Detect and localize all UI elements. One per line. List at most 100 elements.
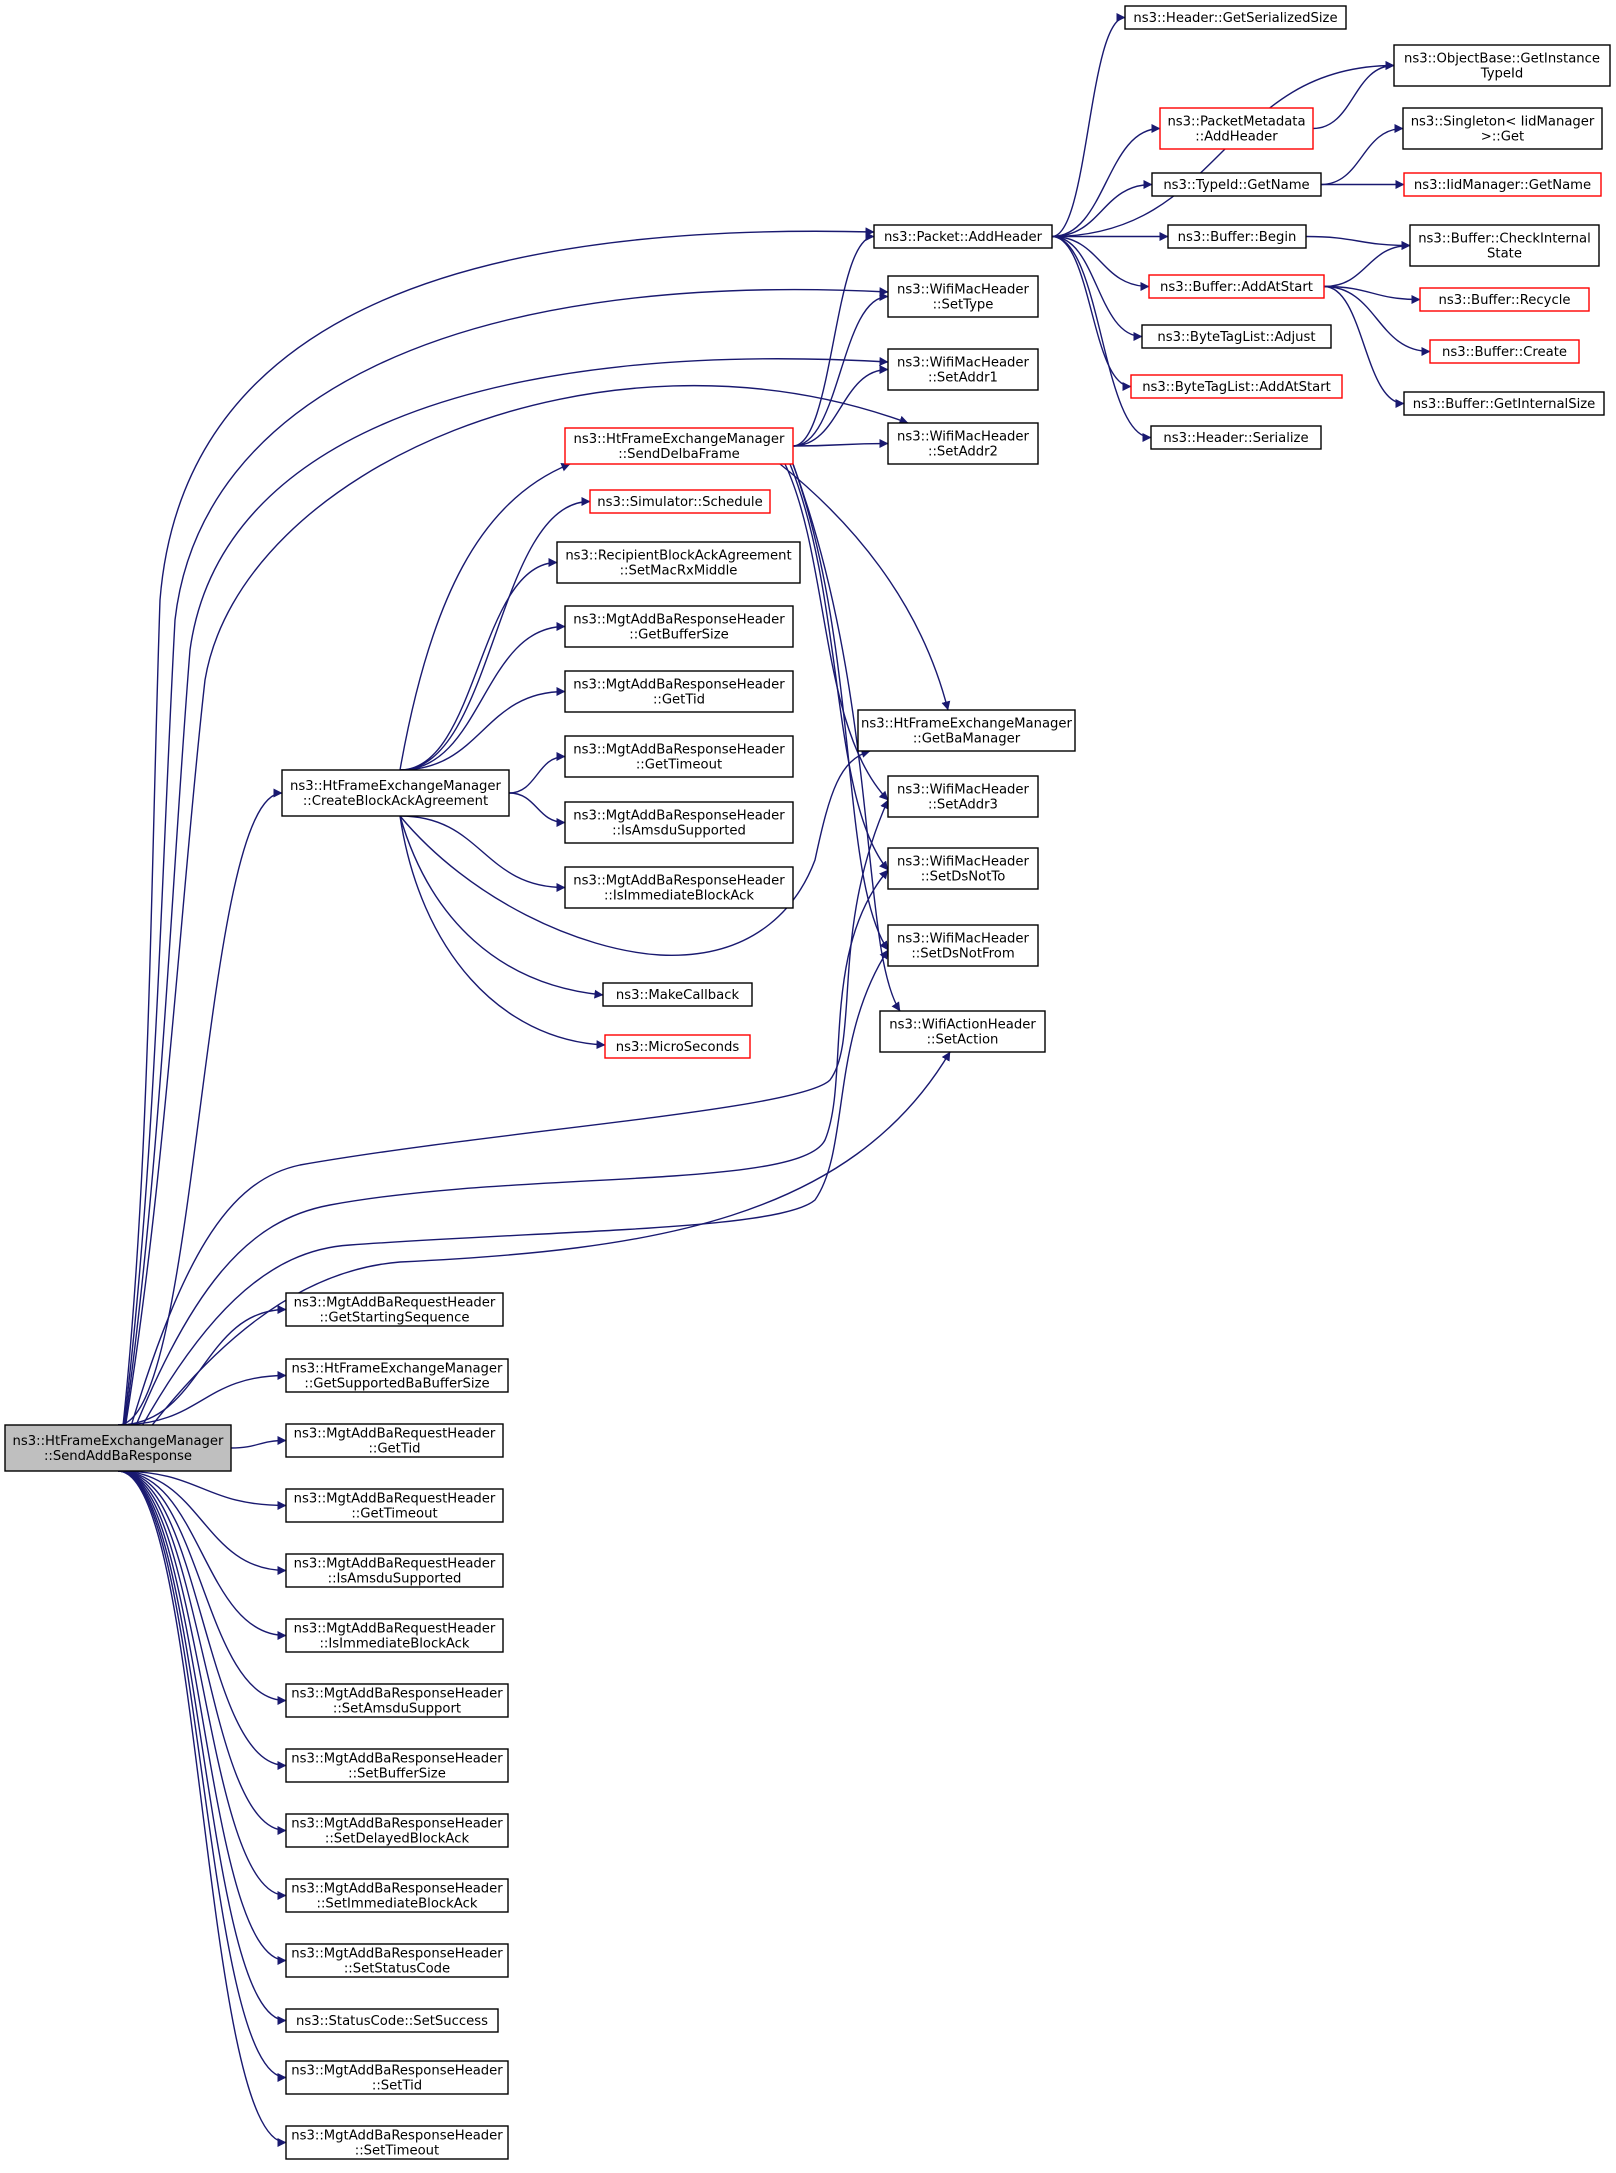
- function-node[interactable]: ns3::Singleton< IidManager >::Get: [1402, 107, 1603, 150]
- node-box: [285, 1813, 509, 1848]
- function-node[interactable]: ns3::MgtAddBaResponseHeader::SetTid: [285, 2060, 509, 2095]
- function-node[interactable]: ns3::MgtAddBaResponseHeader::IsAmsduSupp…: [564, 801, 794, 844]
- function-node[interactable]: ns3::TypeId::GetName: [1151, 172, 1322, 197]
- function-node[interactable]: ns3::IidManager::GetName: [1403, 172, 1602, 197]
- node-label: ::AddHeader: [1195, 130, 1278, 145]
- function-node[interactable]: ns3::MgtAddBaRequestHeader::GetStartingS…: [285, 1292, 504, 1327]
- node-label: State: [1487, 247, 1522, 262]
- call-edge: [784, 463, 889, 801]
- function-node[interactable]: ns3::Buffer::Create: [1429, 339, 1580, 364]
- node-label: ns3::MgtAddBaResponseHeader: [573, 743, 785, 758]
- call-edge: [1323, 285, 1431, 356]
- node-box: [887, 847, 1039, 890]
- node-box: [1150, 425, 1322, 450]
- node-label: ::GetStartingSequence: [319, 1311, 469, 1326]
- node-label: ::SendAddBaResponse: [44, 1449, 192, 1464]
- node-label: ::IsAmsduSupported: [612, 824, 746, 839]
- function-node[interactable]: ns3::MgtAddBaRequestHeader::GetTid: [285, 1423, 504, 1458]
- node-label: ns3::Buffer::Begin: [1178, 230, 1297, 245]
- call-edge: [117, 1051, 951, 1472]
- function-node[interactable]: ns3::ByteTagList::Adjust: [1141, 324, 1332, 349]
- function-node[interactable]: ns3::StatusCode::SetSuccess: [285, 2008, 499, 2033]
- call-edge: [399, 558, 558, 771]
- call-edge: [792, 463, 889, 951]
- node-label: ns3::IidManager::GetName: [1414, 178, 1591, 193]
- function-node[interactable]: ns3::HtFrameExchangeManager::GetSupporte…: [285, 1358, 509, 1393]
- function-node[interactable]: ns3::MgtAddBaResponseHeader::SetStatusCo…: [285, 1943, 509, 1978]
- call-edge: [399, 815, 606, 1050]
- node-label: ns3::Buffer::AddAtStart: [1160, 280, 1313, 295]
- call-edge: [1051, 61, 1395, 238]
- node-box: [887, 775, 1039, 818]
- call-edge: [399, 815, 566, 892]
- node-box: [285, 1292, 504, 1327]
- node-label: ns3::WifiMacHeader: [897, 855, 1030, 870]
- function-node[interactable]: ns3::Header::Serialize: [1150, 425, 1322, 450]
- call-edge: [117, 1470, 287, 1705]
- node-box: [1403, 172, 1602, 197]
- function-node[interactable]: ns3::MgtAddBaResponseHeader::GetBufferSi…: [564, 605, 794, 648]
- function-node[interactable]: ns3::Buffer::Begin: [1167, 224, 1307, 249]
- function-node[interactable]: ns3::MgtAddBaRequestHeader::IsAmsduSuppo…: [285, 1553, 504, 1588]
- node-box: [1130, 374, 1343, 399]
- function-node[interactable]: ns3::Buffer::GetInternalSize: [1403, 391, 1605, 416]
- node-label: ::SetAction: [927, 1033, 999, 1048]
- function-node[interactable]: ns3::Buffer::Recycle: [1419, 287, 1590, 312]
- function-node[interactable]: ns3::PacketMetadata::AddHeader: [1159, 107, 1314, 150]
- function-node[interactable]: ns3::ByteTagList::AddAtStart: [1130, 374, 1343, 399]
- node-box: [285, 1488, 504, 1523]
- function-node[interactable]: ns3::WifiMacHeader::SetAddr3: [887, 775, 1039, 818]
- node-box: [285, 1423, 504, 1458]
- node-label: ::SetMacRxMiddle: [620, 564, 738, 579]
- function-node[interactable]: ns3::MakeCallback: [602, 982, 753, 1007]
- function-node[interactable]: ns3::WifiMacHeader::SetType: [887, 275, 1039, 318]
- call-edge: [1051, 235, 1143, 341]
- node-label: ns3::MakeCallback: [616, 988, 740, 1003]
- node-box: [564, 801, 794, 844]
- function-node[interactable]: ns3::MgtAddBaRequestHeader::GetTimeout: [285, 1488, 504, 1523]
- function-node[interactable]: ns3::MgtAddBaResponseHeader::SetBufferSi…: [285, 1748, 509, 1783]
- function-node[interactable]: ns3::WifiMacHeader::SetAddr1: [887, 348, 1039, 391]
- function-node[interactable]: ns3::MicroSeconds: [604, 1034, 751, 1059]
- function-node[interactable]: ns3::HtFrameExchangeManager::GetBaManage…: [857, 709, 1076, 752]
- node-box: [564, 735, 794, 778]
- function-node[interactable]: ns3::WifiActionHeader::SetAction: [879, 1010, 1046, 1053]
- function-node[interactable]: ns3::HtFrameExchangeManager::CreateBlock…: [281, 769, 510, 817]
- function-node[interactable]: ns3::MgtAddBaResponseHeader::SetTimeout: [285, 2125, 509, 2160]
- function-node[interactable]: ns3::MgtAddBaRequestHeader::IsImmediateB…: [285, 1618, 504, 1653]
- call-edge: [1323, 285, 1421, 304]
- function-node[interactable]: ns3::MgtAddBaResponseHeader::GetTimeout: [564, 735, 794, 778]
- function-node[interactable]: ns3::Buffer::AddAtStart: [1148, 274, 1325, 299]
- function-node[interactable]: ns3::MgtAddBaResponseHeader::SetDelayedB…: [285, 1813, 509, 1848]
- node-box: [1159, 107, 1314, 150]
- node-box: [873, 224, 1053, 249]
- function-node[interactable]: ns3::WifiMacHeader::SetAddr2: [887, 422, 1039, 465]
- call-edge: [117, 1371, 287, 1426]
- function-node[interactable]: ns3::Simulator::Schedule: [589, 489, 771, 514]
- function-node[interactable]: ns3::WifiMacHeader::SetDsNotFrom: [887, 924, 1039, 967]
- function-node[interactable]: ns3::Packet::AddHeader: [873, 224, 1053, 249]
- function-node[interactable]: ns3::WifiMacHeader::SetDsNotTo: [887, 847, 1039, 890]
- call-edge: [792, 463, 901, 1012]
- node-label: TypeId: [1480, 67, 1524, 82]
- function-node[interactable]: ns3::RecipientBlockAckAgreement::SetMacR…: [556, 541, 801, 584]
- call-edge: [1051, 180, 1153, 238]
- function-node[interactable]: ns3::HtFrameExchangeManager::SendDelbaFr…: [564, 427, 794, 465]
- node-label: >::Get: [1481, 130, 1524, 145]
- node-label: ns3::Header::Serialize: [1163, 431, 1308, 446]
- node-box: [1148, 274, 1325, 299]
- node-label: ns3::MgtAddBaResponseHeader: [291, 1947, 503, 1962]
- node-label: ns3::MgtAddBaResponseHeader: [291, 1687, 503, 1702]
- node-label: ::SendDelbaFrame: [618, 447, 740, 462]
- node-box: [285, 2125, 509, 2160]
- function-node[interactable]: ns3::MgtAddBaResponseHeader::SetImmediat…: [285, 1878, 509, 1913]
- function-node[interactable]: ns3::MgtAddBaResponseHeader::SetAmsduSup…: [285, 1683, 509, 1718]
- function-node[interactable]: ns3::Header::GetSerializedSize: [1124, 5, 1347, 30]
- call-edge: [1323, 285, 1405, 408]
- node-box: [1419, 287, 1590, 312]
- call-edge: [117, 1470, 287, 1770]
- function-node[interactable]: ns3::MgtAddBaResponseHeader::IsImmediate…: [564, 866, 794, 909]
- function-node[interactable]: ns3::MgtAddBaResponseHeader::GetTid: [564, 670, 794, 713]
